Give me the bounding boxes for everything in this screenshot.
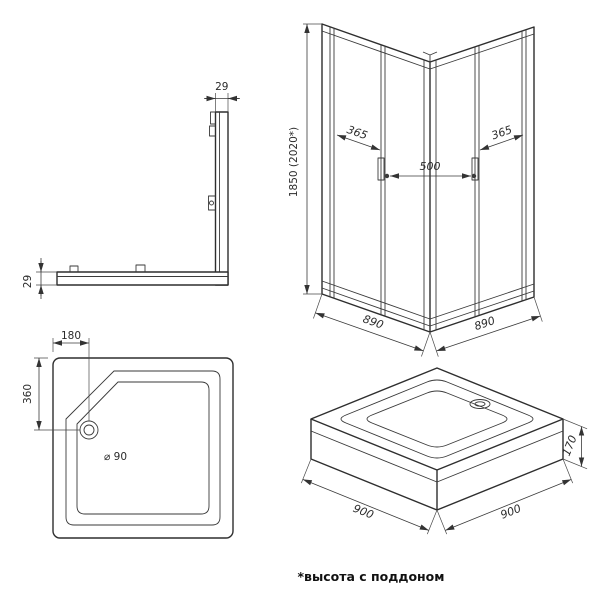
enclosure-isometric-view: 1850 (2020*) 365 500 365 890 [288, 23, 543, 357]
vertical-profile-bar [214, 111, 229, 286]
extension-lines [36, 271, 57, 286]
enclosure-right-width-dimension: 890 [429, 296, 543, 357]
tray-right-width-dimension: 900 [436, 458, 574, 535]
arrow-b [508, 479, 572, 506]
dim-label-right-width: 890 [473, 314, 497, 333]
drain-offset-y-dimension: 360 [22, 357, 80, 431]
tray-rim-seam [310, 430, 564, 483]
dim-label-tray-left-width: 900 [351, 502, 375, 522]
horizontal-profile-bar [56, 271, 229, 286]
extension-lines [313, 293, 431, 357]
tray-top-face [310, 367, 564, 471]
door-width-dimension: 500 [384, 160, 477, 179]
door-handle-right [471, 157, 479, 181]
tray-basin-bottom [366, 390, 508, 448]
arrow-a [315, 312, 370, 333]
dim-label-profile-depth: 29 [22, 275, 34, 288]
extension-lines [429, 296, 543, 357]
arrow-b [358, 142, 381, 151]
glass-walls-outline [321, 23, 535, 333]
tray-left-width-dimension: 900 [300, 458, 438, 535]
dim-label-tray-right-width: 900 [499, 502, 523, 522]
arrow-a [445, 504, 509, 531]
drain-outer-ellipse [469, 399, 491, 409]
arrow-b [488, 315, 541, 334]
arrow-a [336, 134, 359, 143]
arrow-b [501, 134, 524, 143]
dim-label-drain-diameter: ⌀ 90 [104, 451, 127, 463]
enclosure-height-dimension: 1850 (2020*) [288, 23, 322, 295]
knob-right [471, 173, 477, 179]
bottom-frame-band [321, 280, 535, 327]
profile-top-dimension: 29 [204, 81, 240, 112]
tray-outer-edge [52, 357, 234, 539]
dim-label-drain-offset-x: 180 [61, 330, 81, 342]
arrow-a [436, 333, 489, 352]
arrow-b [365, 504, 429, 531]
arrow-a [479, 142, 502, 151]
profile-side-dimension: 29 [22, 258, 57, 299]
tray-rim-inner-edge [65, 370, 221, 526]
profile-bracket-details [69, 111, 216, 272]
dim-label-drain-offset-y: 360 [22, 384, 34, 404]
door-handle-left [377, 157, 385, 181]
dim-label-height: 1850 (2020*) [288, 127, 300, 197]
extension-lines [303, 23, 322, 295]
drain-offset-x-dimension: 180 [52, 330, 90, 421]
roller-detail [209, 200, 214, 206]
tray-basin-edge [76, 381, 210, 515]
extension-lines [300, 458, 438, 535]
arrow-a [302, 479, 366, 506]
tray-isometric-view: 900 900 170 [300, 367, 588, 535]
extension-lines [215, 93, 229, 112]
drain-inner-circle [83, 424, 95, 436]
top-frame-band [321, 30, 535, 70]
arrow-b [369, 331, 424, 352]
dim-label-profile-width: 29 [215, 81, 228, 93]
drain-inner-ellipse [474, 401, 486, 407]
dim-label-door-width: 500 [420, 160, 441, 173]
corner-profile-view: 29 29 [22, 81, 240, 299]
knob-left [384, 173, 390, 179]
tray-rim-inner [340, 379, 534, 459]
tray-plan-view: ⌀ 90 180 360 [22, 330, 234, 539]
extension-lines [436, 458, 574, 535]
footnote-text: *высота с поддоном [298, 569, 445, 584]
